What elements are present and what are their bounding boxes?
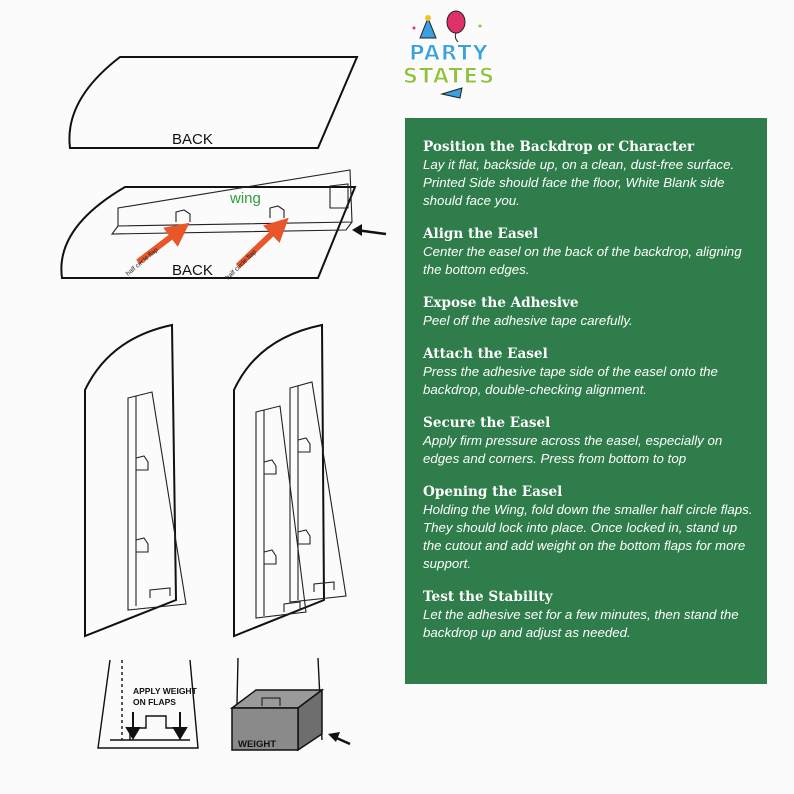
step: Attach the Easel Press the adhesive tape… bbox=[423, 345, 753, 399]
step-body: Let the adhesive set for a few minutes, … bbox=[423, 607, 739, 640]
step-body: Holding the Wing, fold down the smaller … bbox=[423, 502, 753, 571]
standing-backdrop-right bbox=[233, 323, 326, 638]
flap-arrows bbox=[136, 217, 289, 269]
backdrop-with-easel bbox=[60, 186, 357, 279]
logo-text-party: PARTY bbox=[409, 41, 489, 65]
easel-profile-left bbox=[127, 391, 187, 611]
apply-weight-label-2: ON FLAPS bbox=[133, 697, 176, 707]
weight-box bbox=[229, 688, 325, 752]
easel-wing bbox=[110, 169, 353, 235]
step-body: Press the adhesive tape side of the ease… bbox=[423, 364, 718, 397]
backdrop-back-top bbox=[68, 56, 359, 149]
step-body: Center the easel on the back of the back… bbox=[423, 244, 742, 277]
easel-profile-right bbox=[255, 381, 347, 619]
step-title: Expose the Adhesive bbox=[423, 295, 579, 311]
step: Test the Stability Let the adhesive set … bbox=[423, 588, 753, 642]
step-body: Lay it flat, backside up, on a clean, du… bbox=[423, 157, 735, 208]
party-states-logo: PARTY STATES bbox=[402, 8, 496, 104]
step-title: Opening the Easel bbox=[423, 484, 563, 500]
standing-backdrop-left bbox=[84, 323, 178, 638]
step-title: Attach the Easel bbox=[423, 346, 548, 362]
back-label-top: BACK bbox=[172, 131, 213, 148]
step: Expose the Adhesive Peel off the adhesiv… bbox=[423, 294, 753, 330]
logo-text-states: STATES bbox=[402, 64, 496, 88]
step: Opening the Easel Holding the Wing, fold… bbox=[423, 483, 753, 573]
flap-label-left: half circle flap bbox=[125, 246, 160, 277]
instructions-panel: Position the Backdrop or Character Lay i… bbox=[405, 118, 767, 684]
step-title: Secure the Easel bbox=[423, 415, 551, 431]
weight-label: WEIGHT bbox=[238, 739, 276, 750]
down-arrows bbox=[125, 712, 188, 740]
step-body: Peel off the adhesive tape carefully. bbox=[423, 313, 633, 328]
flap-arrow-right bbox=[235, 217, 289, 269]
step: Align the Easel Center the easel on the … bbox=[423, 225, 753, 279]
flap-arrow-left bbox=[136, 222, 190, 265]
step: Position the Backdrop or Character Lay i… bbox=[423, 138, 753, 210]
wing-label: wing bbox=[229, 190, 261, 207]
back-label-bottom: BACK bbox=[172, 262, 213, 279]
step-title: Position the Backdrop or Character bbox=[423, 139, 695, 155]
step-body: Apply firm pressure across the easel, es… bbox=[423, 433, 723, 466]
step: Secure the Easel Apply firm pressure acr… bbox=[423, 414, 753, 468]
logo-decoration bbox=[412, 10, 482, 99]
step-title: Align the Easel bbox=[423, 226, 539, 242]
apply-weight-label-1: APPLY WEIGHT bbox=[133, 686, 198, 696]
flap-label-right: half circle flap bbox=[225, 249, 259, 282]
step-title: Test the Stability bbox=[423, 589, 553, 605]
